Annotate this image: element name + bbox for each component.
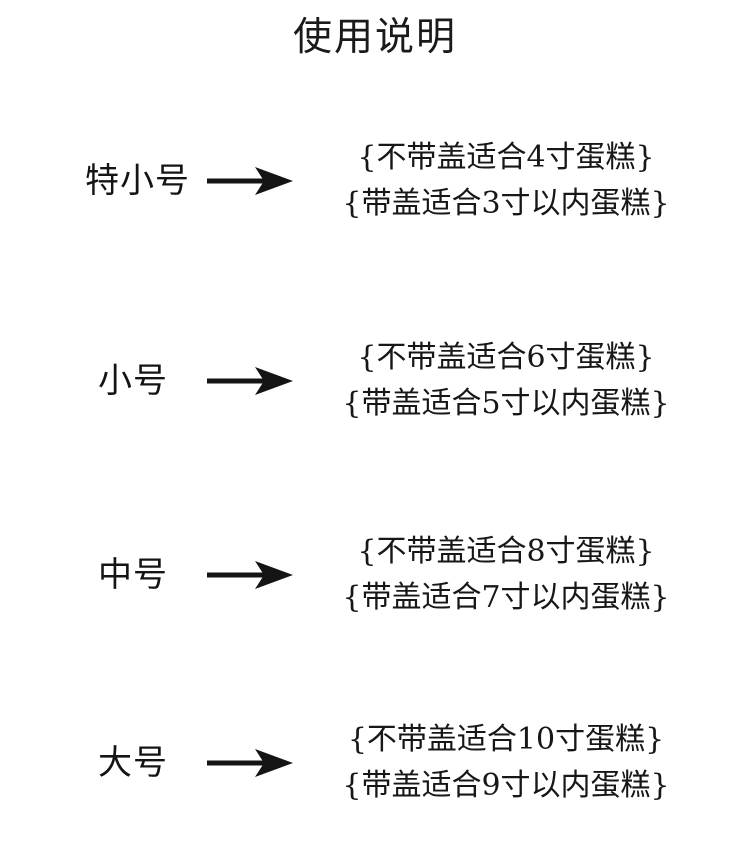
size-guide-row: 中号 {不带盖适合8寸蛋糕} {带盖适合7寸以内蛋糕} bbox=[0, 468, 750, 658]
size-label: 特小号 bbox=[85, 161, 190, 201]
size-label-cell: 特小号 bbox=[0, 161, 190, 201]
size-guide-row: 特小号 {不带盖适合4寸蛋糕} {带盖适合3寸以内蛋糕} bbox=[0, 88, 750, 278]
arrow-right-icon bbox=[207, 749, 293, 777]
description-line: {不带盖适合6寸蛋糕} bbox=[357, 340, 655, 375]
size-label: 大号 bbox=[98, 743, 168, 783]
page-title: 使用说明 bbox=[292, 15, 457, 60]
arrow-cell bbox=[190, 557, 310, 593]
size-guide-row: 大号 {不带盖适合10寸蛋糕} {带盖适合9寸以内蛋糕} bbox=[0, 658, 750, 848]
description-line: {不带盖适合10寸蛋糕} bbox=[347, 722, 665, 757]
description-line: {带盖适合3寸以内蛋糕} bbox=[342, 186, 670, 221]
arrow-cell bbox=[190, 745, 310, 781]
size-guide-list: 特小号 {不带盖适合4寸蛋糕} {带盖适合3寸以内蛋糕} 小号 bbox=[0, 88, 750, 848]
arrow-cell bbox=[190, 163, 310, 199]
description-line: {带盖适合9寸以内蛋糕} bbox=[342, 768, 670, 803]
arrow-right-icon bbox=[207, 167, 293, 195]
description-line: {不带盖适合4寸蛋糕} bbox=[357, 140, 655, 175]
description-cell: {不带盖适合6寸蛋糕} {带盖适合5寸以内蛋糕} bbox=[310, 335, 750, 427]
size-label-cell: 小号 bbox=[0, 361, 190, 401]
description-cell: {不带盖适合10寸蛋糕} {带盖适合9寸以内蛋糕} bbox=[310, 717, 750, 809]
arrow-right-icon bbox=[207, 561, 293, 589]
size-label: 中号 bbox=[98, 555, 168, 595]
arrow-cell bbox=[190, 363, 310, 399]
size-label: 小号 bbox=[98, 361, 168, 401]
description-cell: {不带盖适合4寸蛋糕} {带盖适合3寸以内蛋糕} bbox=[310, 135, 750, 227]
instruction-sheet: 使用说明 特小号 {不带盖适合4寸蛋糕} {带盖适合3寸以内蛋糕} bbox=[85, 15, 670, 803]
description-line: {带盖适合7寸以内蛋糕} bbox=[342, 580, 670, 615]
description-line: {不带盖适合8寸蛋糕} bbox=[357, 534, 655, 569]
description-line: {带盖适合5寸以内蛋糕} bbox=[342, 386, 670, 421]
size-label-cell: 中号 bbox=[0, 555, 190, 595]
description-cell: {不带盖适合8寸蛋糕} {带盖适合7寸以内蛋糕} bbox=[310, 529, 750, 621]
arrow-right-icon bbox=[207, 367, 293, 395]
size-label-cell: 大号 bbox=[0, 743, 190, 783]
size-guide-row: 小号 {不带盖适合6寸蛋糕} {带盖适合5寸以内蛋糕} bbox=[0, 278, 750, 468]
